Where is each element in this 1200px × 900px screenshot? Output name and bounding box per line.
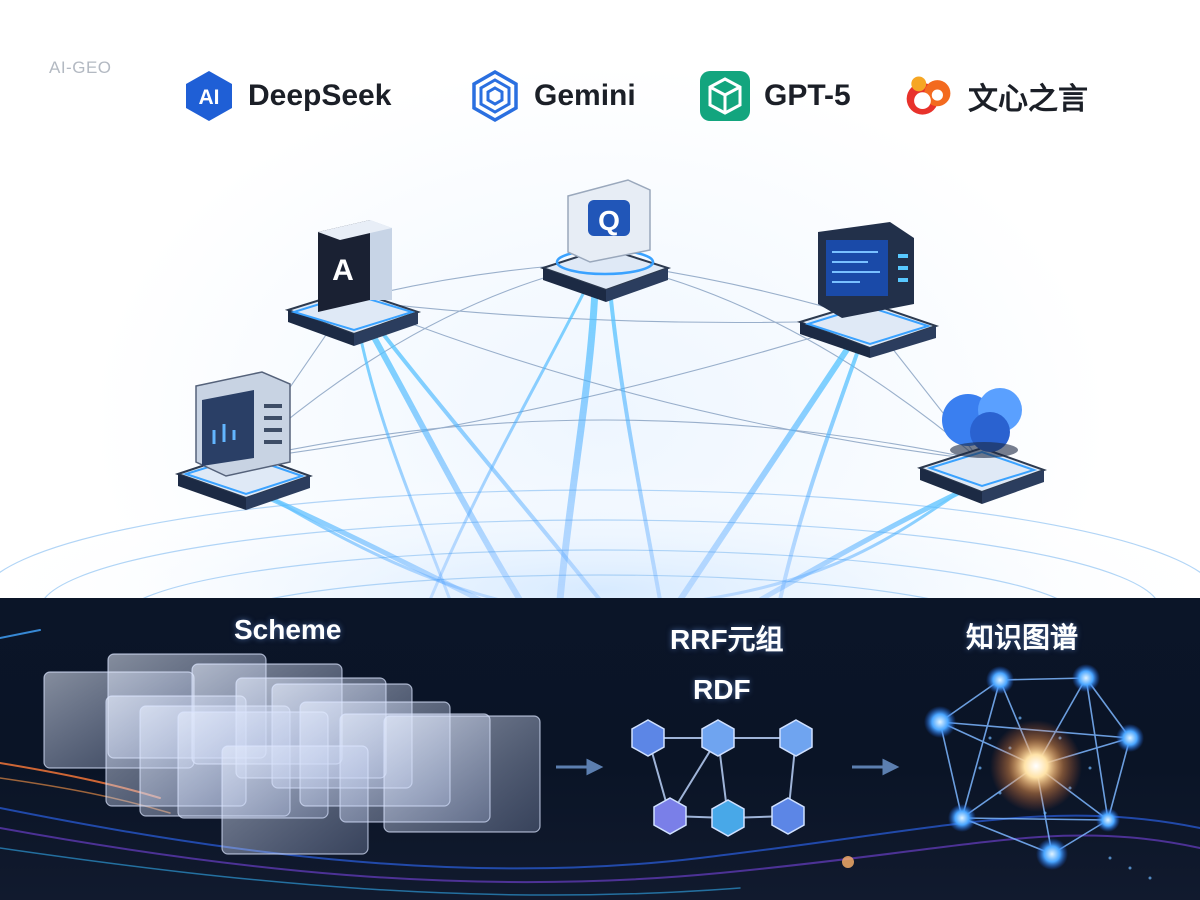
search-q-terminal-icon: Q	[539, 179, 672, 302]
cloud-terminal-icon	[917, 388, 1047, 504]
node-a[interactable]: A	[0, 0, 1200, 598]
node-q-glyph: Q	[598, 205, 620, 236]
node-q[interactable]: Q	[0, 0, 1200, 598]
model-network-panel: AI-GEO AI DeepSeek Gemini	[0, 0, 1200, 598]
rdf-graph	[631, 719, 813, 837]
corner-label: AI-GEO	[49, 58, 112, 77]
brand-gpt5[interactable]: GPT-5	[698, 66, 851, 126]
ai-badge-icon: AI	[182, 69, 236, 123]
scheme-label: Scheme	[234, 614, 342, 645]
brand-name: DeepSeek	[248, 79, 392, 112]
node-server[interactable]	[0, 0, 1200, 598]
rdf-label: RDF	[693, 674, 751, 705]
brand-wenxin[interactable]: 文心之言	[902, 66, 1088, 126]
red-cloud-icon	[902, 69, 956, 123]
brand-name: Gemini	[534, 79, 636, 112]
arrow-icon	[556, 758, 900, 776]
green-cube-icon	[698, 69, 752, 123]
knowledge-pipeline-panel: Scheme RRF元组 RDF 知识图谱	[0, 598, 1200, 900]
ai-badge-text: AI	[199, 86, 220, 109]
monitor-terminal-icon	[796, 222, 940, 358]
scheme-cards	[43, 653, 541, 855]
brand-deepseek[interactable]: AI DeepSeek	[182, 66, 391, 126]
graph-core-glow	[990, 720, 1082, 812]
brand-name: 文心之言	[968, 83, 1088, 116]
graph-label: 知识图谱	[966, 622, 1079, 653]
node-cloud[interactable]	[0, 0, 1200, 598]
pipeline-graphics	[0, 629, 1200, 896]
letter-a-terminal-icon: A	[284, 220, 422, 346]
brand-name: GPT-5	[764, 79, 851, 112]
knowledge-graph	[842, 664, 1152, 880]
node-a-glyph: A	[332, 254, 354, 287]
server-terminal-icon	[174, 371, 313, 510]
node-screen[interactable]	[0, 0, 1200, 598]
hexagon-spiral-icon	[468, 69, 522, 123]
brand-gemini[interactable]: Gemini	[468, 66, 636, 126]
triple-label: RRF元组	[670, 624, 784, 655]
